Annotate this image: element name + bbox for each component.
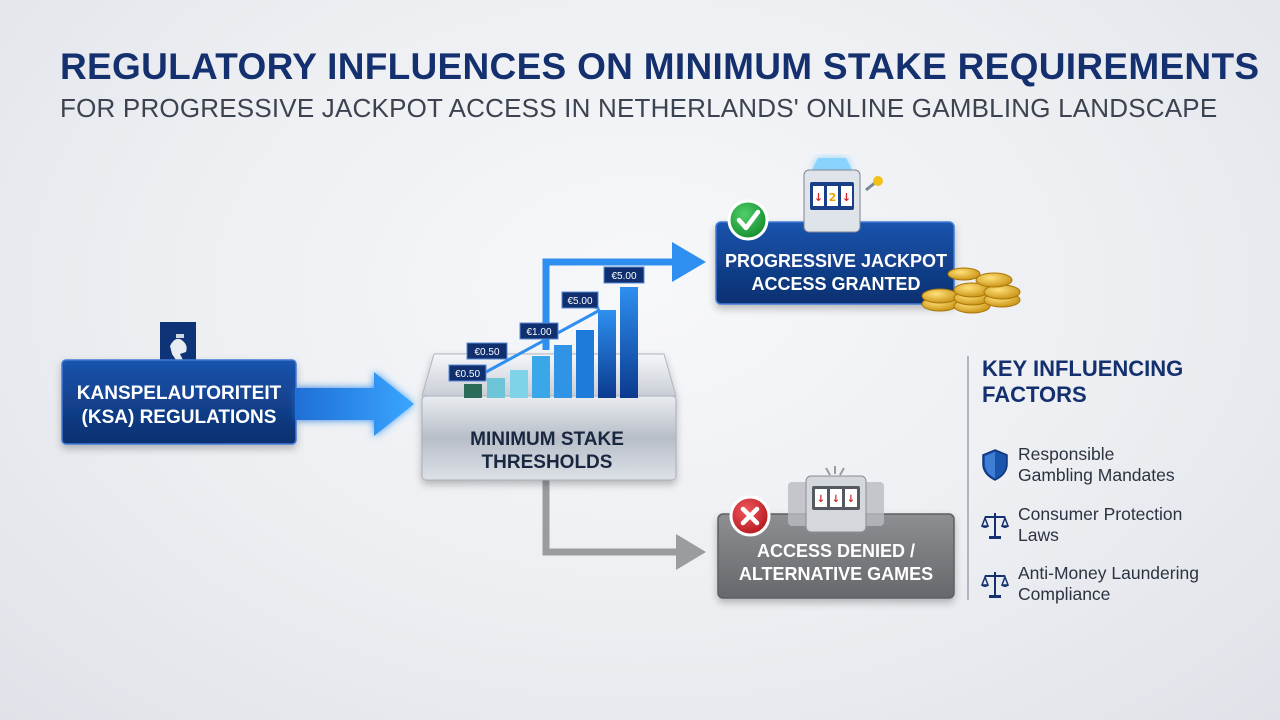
page-title: REGULATORY INFLUENCES ON MINIMUM STAKE R… <box>60 46 1260 87</box>
stake-label: €5.00 <box>611 271 636 282</box>
svg-text:2: 2 <box>829 191 837 204</box>
ksa-to-thresholds-arrow <box>296 372 414 436</box>
factor-label: Laws <box>1018 525 1059 545</box>
stake-bar <box>620 287 638 398</box>
key-factors-heading: KEY INFLUENCING FACTORS <box>982 356 1184 407</box>
ksa-regulations-label: KANSPELAUTORITEIT (KSA) REGULATIONS <box>76 383 282 428</box>
stake-bar <box>576 330 594 398</box>
factor-label: Consumer Protection <box>1018 504 1183 524</box>
stake-tag <box>561 291 599 309</box>
stake-bar <box>532 356 550 398</box>
shield-icon <box>982 449 1008 481</box>
factor-label: Anti-Money Laundering <box>1018 563 1199 583</box>
cross-icon <box>729 495 771 537</box>
access-granted-label: PROGRESSIVE JACKPOT ACCESS GRANTED <box>724 251 948 294</box>
stake-tag <box>519 322 559 340</box>
svg-text:↓: ↓ <box>814 191 823 204</box>
stake-tag <box>603 266 645 284</box>
page-subtitle: FOR PROGRESSIVE JACKPOT ACCESS IN NETHER… <box>60 93 1218 123</box>
factor-label: Gambling Mandates <box>1018 465 1175 485</box>
factor-consumer-protection: Consumer Protection Laws <box>980 504 1240 550</box>
scales-icon <box>980 513 1010 539</box>
stake-bars <box>464 287 638 398</box>
stake-label: €0.50 <box>474 347 499 358</box>
stake-bar <box>510 370 528 398</box>
scales-icon <box>980 572 1010 598</box>
svg-text:↓: ↓ <box>832 494 840 505</box>
stake-tag <box>466 342 508 360</box>
stake-bar <box>554 345 572 398</box>
stake-bar <box>487 378 505 398</box>
thresholds-to-denied-arrow <box>542 480 706 570</box>
access-denied-label: ACCESS DENIED / ALTERNATIVE GAMES <box>738 541 934 584</box>
stake-label-tags: €0.50 €0.50 €1.00 €5.00 €5.00 <box>448 266 645 382</box>
factor-responsible-gambling: Responsible Gambling Mandates <box>980 444 1240 490</box>
stake-bar <box>464 384 482 398</box>
stake-label: €0.50 <box>455 369 480 380</box>
factor-anti-money-laundering: Anti-Money Laundering Compliance <box>980 563 1240 609</box>
check-icon <box>727 199 769 241</box>
svg-text:↓: ↓ <box>847 494 855 505</box>
slot-machine-icon: ↓ 2 ↓ <box>803 158 883 233</box>
stake-label: €1.00 <box>526 327 551 338</box>
svg-text:↓: ↓ <box>842 191 851 204</box>
stake-tag <box>448 364 487 382</box>
factor-label: Responsible <box>1018 444 1115 464</box>
stake-bar <box>598 310 616 398</box>
svg-text:↓: ↓ <box>817 494 825 505</box>
minimum-stake-thresholds-label: MINIMUM STAKE THRESHOLDS <box>470 429 624 473</box>
factor-label: Compliance <box>1018 584 1111 604</box>
slot-machine-gray-icon: ↓ ↓ ↓ <box>788 466 884 533</box>
thresholds-to-granted-arrow <box>542 242 706 350</box>
stake-label: €5.00 <box>567 296 592 307</box>
gold-coins-icon <box>921 267 1021 314</box>
